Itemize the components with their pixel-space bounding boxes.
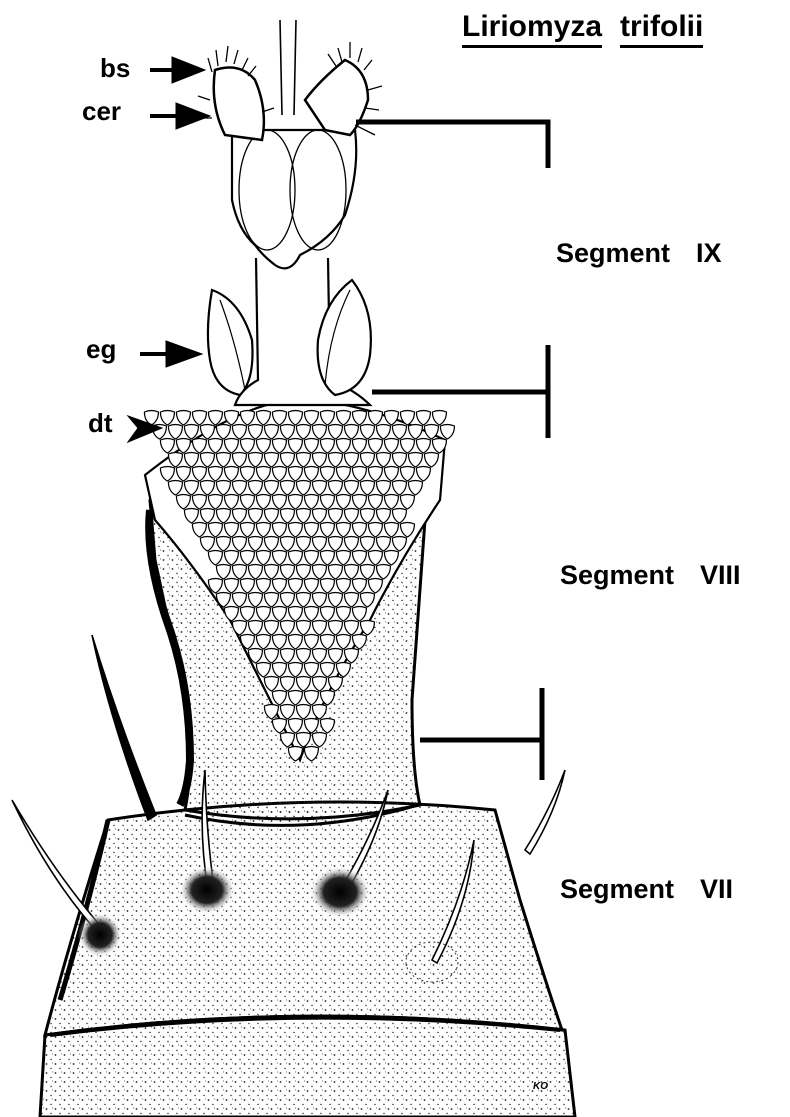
- segment-vii-body: [45, 802, 562, 1035]
- denticle: [192, 411, 206, 426]
- denticle: [208, 411, 222, 426]
- denticle: [160, 411, 174, 426]
- label-eg: eg: [86, 336, 116, 362]
- external-genitalia-left: [208, 290, 253, 395]
- label-cer: cer: [82, 98, 121, 124]
- segment-word: Segment: [560, 874, 674, 904]
- artist-signature: KO: [533, 1082, 548, 1092]
- label-dt: dt: [88, 410, 113, 436]
- denticle: [440, 425, 454, 440]
- segment-word: Segment: [560, 560, 674, 590]
- segment-numeral: VIII: [700, 560, 741, 590]
- denticle: [184, 425, 198, 440]
- pointer-arrows: [128, 57, 210, 442]
- segment-numeral: VII: [700, 874, 733, 904]
- denticle: [432, 411, 446, 426]
- segment-vii-label: Segment VII: [560, 876, 733, 903]
- arrow-bs: [150, 57, 205, 83]
- denticle: [160, 439, 174, 454]
- cercus-left: [214, 68, 264, 140]
- denticle: [168, 425, 182, 440]
- denticle: [416, 411, 430, 426]
- segment-viii-label: Segment VIII: [560, 562, 741, 589]
- segment-numeral: IX: [696, 238, 722, 268]
- segment-vi-body: [40, 1016, 575, 1117]
- denticle: [176, 411, 190, 426]
- label-bs: bs: [100, 55, 130, 81]
- arrow-eg: [140, 341, 202, 367]
- segment-ix-label: Segment IX: [556, 240, 722, 267]
- segment-word: Segment: [556, 238, 670, 268]
- arrow-cer: [150, 103, 210, 129]
- title-genus: Liriomyza: [462, 12, 602, 48]
- title-species: trifolii: [620, 12, 703, 48]
